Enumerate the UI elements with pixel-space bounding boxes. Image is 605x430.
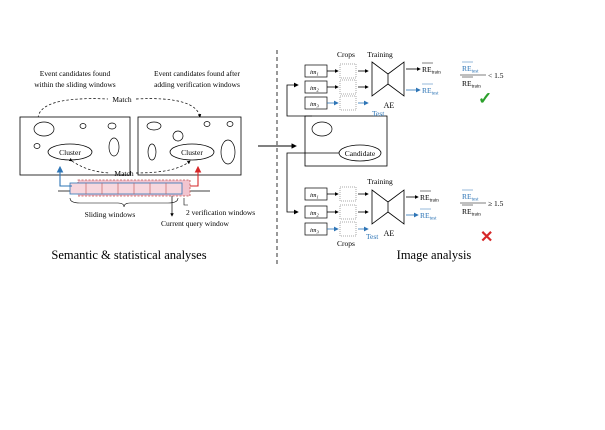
re-test-top: REtest bbox=[422, 86, 439, 97]
cluster-label-left: Cluster bbox=[59, 148, 81, 157]
svg-text:im3: im3 bbox=[310, 227, 320, 235]
image-stack-bottom: im1 im2 im3 bbox=[304, 187, 328, 236]
sliding-windows-label: Sliding windows bbox=[85, 210, 136, 219]
cross-icon: ✕ bbox=[480, 229, 493, 246]
crops-label-bottom: Crops bbox=[337, 239, 355, 248]
event-blob bbox=[79, 123, 87, 129]
crop-to-ae-arrows-top bbox=[358, 69, 369, 106]
cluster-label-right: Cluster bbox=[181, 148, 203, 157]
test-label-top: Test bbox=[372, 109, 385, 118]
svg-text:≥ 1.5: ≥ 1.5 bbox=[488, 199, 504, 208]
ae-label-top: AE bbox=[384, 101, 395, 110]
image-stack-top: im1 im2 im3 bbox=[304, 64, 328, 110]
map-box-left bbox=[19, 116, 131, 176]
ratio-bottom: REtest REtrain ≥ 1.5 bbox=[460, 189, 504, 218]
svg-text:im2: im2 bbox=[310, 85, 320, 93]
event-blob bbox=[220, 139, 236, 165]
crop-arrows-bottom bbox=[327, 192, 339, 232]
caption-right-line2: adding verification windows bbox=[154, 80, 240, 89]
verification-bracket bbox=[183, 198, 188, 206]
event-blob bbox=[226, 121, 234, 127]
match-arc-bottom-right bbox=[135, 160, 191, 174]
arrow-blue-to-left-map bbox=[56, 165, 72, 187]
svg-text:< 1.5: < 1.5 bbox=[488, 71, 504, 80]
svg-text:im3: im3 bbox=[310, 101, 320, 109]
event-blob bbox=[203, 121, 211, 127]
candidate-label: Candidate bbox=[345, 149, 376, 158]
check-icon: ✓ bbox=[478, 89, 492, 108]
re-train-bottom: REtrain bbox=[420, 193, 439, 204]
svg-text:im2: im2 bbox=[310, 210, 320, 218]
left-panel: Event candidates found within the slidin… bbox=[19, 69, 255, 262]
match-arc-bottom bbox=[68, 157, 111, 174]
event-blob bbox=[311, 121, 333, 137]
event-blob bbox=[33, 121, 55, 137]
current-query-label: Current query window bbox=[161, 219, 229, 228]
event-blob bbox=[33, 143, 41, 149]
autoencoder-top bbox=[371, 61, 405, 97]
sliding-windows-brace bbox=[69, 197, 179, 208]
connector-bottom bbox=[286, 152, 339, 215]
window-dividers bbox=[85, 183, 167, 194]
ae-label-bottom: AE bbox=[384, 229, 395, 238]
event-blob bbox=[146, 121, 162, 131]
svg-text:REtrain: REtrain bbox=[462, 207, 481, 218]
match-arc-top bbox=[35, 98, 109, 121]
match-label-top: Match bbox=[112, 95, 131, 104]
svg-text:REtrain: REtrain bbox=[462, 79, 481, 90]
svg-text:REtest: REtest bbox=[462, 64, 479, 75]
event-blob bbox=[108, 137, 120, 157]
cluster-ellipse-right bbox=[169, 143, 215, 161]
caption-right-line1: Event candidates found after bbox=[154, 69, 241, 78]
ratio-top: REtest REtrain < 1.5 bbox=[460, 61, 504, 90]
autoencoder-bottom bbox=[371, 189, 405, 225]
right-panel: Candidate Crops Training im1 im2 im3 bbox=[286, 50, 504, 262]
arrow-red-to-right-map bbox=[190, 165, 202, 187]
re-train-top: REtrain bbox=[422, 65, 441, 76]
event-blob bbox=[107, 122, 117, 130]
crop-grid-top bbox=[339, 63, 357, 111]
caption-left-line1: Event candidates found bbox=[40, 69, 111, 78]
candidate-map-box bbox=[304, 115, 388, 167]
crop-arrows-top bbox=[327, 69, 339, 106]
connector-top bbox=[286, 82, 312, 117]
section-title-left: Semantic & statistical analyses bbox=[51, 248, 206, 262]
event-blob bbox=[172, 130, 184, 142]
training-label-bottom: Training bbox=[367, 177, 393, 186]
svg-text:REtest: REtest bbox=[462, 192, 479, 203]
sliding-window-strip bbox=[69, 182, 183, 195]
event-blob bbox=[147, 143, 157, 161]
crops-label-top: Crops bbox=[337, 50, 355, 59]
test-label-bottom: Test bbox=[366, 232, 379, 241]
crop-grid-bottom bbox=[339, 186, 357, 237]
svg-text:im1: im1 bbox=[310, 192, 319, 200]
crop-to-ae-arrows-bottom bbox=[358, 192, 369, 232]
caption-left-line2: within the sliding windows bbox=[34, 80, 116, 89]
training-label-top: Training bbox=[367, 50, 393, 59]
match-arc-top-right bbox=[135, 98, 202, 118]
re-test-bottom: REtest bbox=[420, 211, 437, 222]
svg-text:im1: im1 bbox=[310, 69, 319, 77]
verification-windows-label: 2 verification windows bbox=[186, 208, 255, 217]
map-box-right bbox=[137, 116, 242, 176]
match-label-bottom: Match bbox=[114, 169, 133, 178]
section-title-right: Image analysis bbox=[397, 248, 472, 262]
